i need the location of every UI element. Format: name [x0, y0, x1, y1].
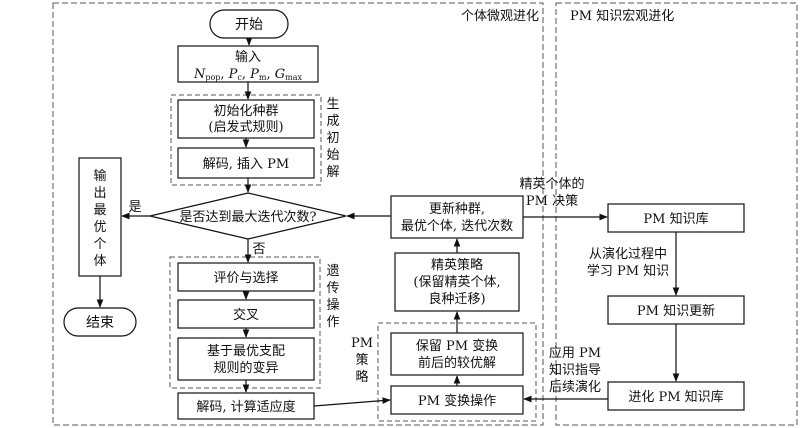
svg-text:生: 生: [326, 97, 339, 112]
keep-better-line1: 保留 PM 变换: [416, 338, 498, 354]
end-label: 结束: [86, 315, 114, 331]
yes-label: 是: [128, 200, 141, 215]
svg-text:解: 解: [326, 165, 339, 180]
elite-line2: (保留精英个体,: [413, 275, 500, 290]
svg-text:PM: PM: [351, 336, 373, 351]
svg-text:出: 出: [93, 186, 106, 201]
output-box: [78, 157, 122, 277]
mutation-box: [177, 337, 315, 381]
svg-text:传: 传: [326, 281, 339, 296]
pm-update-box: [607, 295, 745, 325]
keep-better-box: [390, 332, 524, 376]
mutation-line1: 基于最优支配: [207, 344, 285, 359]
pm-kb-label: PM 知识库: [643, 211, 708, 227]
elite-box: [394, 252, 520, 312]
decision-label: 是否达到最大迭代次数?: [180, 209, 317, 225]
eval-select-label: 评价与选择: [213, 271, 278, 286]
pm-update-label: PM 知识更新: [637, 303, 715, 319]
svg-text:个: 个: [93, 237, 106, 252]
eval-select-box: [177, 262, 315, 292]
learn-line1: 从演化过程中: [589, 246, 667, 262]
svg-text:输: 输: [93, 168, 106, 184]
svg-text:策: 策: [355, 352, 368, 368]
end-terminal: [63, 307, 137, 337]
decode-fitness-label: 解码, 计算适应度: [196, 399, 295, 415]
crossover-label: 交叉: [233, 307, 259, 323]
elite-line1: 精英策略: [431, 257, 483, 273]
micro-region: [52, 2, 544, 426]
apply-line3: 后续演化: [549, 379, 601, 395]
pm-strategy-label: PM 策 略: [351, 336, 373, 385]
pm-transform-label: PM 变换操作: [418, 393, 496, 409]
svg-text:始: 始: [326, 148, 339, 163]
decode-insert-label: 解码, 插入 PM: [203, 157, 289, 172]
learn-line2: 学习 PM 知识: [587, 263, 669, 279]
macro-region-label: PM 知识宏观进化: [570, 8, 674, 24]
evolve-kb-label: 进化 PM 知识库: [628, 389, 723, 405]
mutation-line2: 规则的变异: [213, 360, 278, 376]
init-population-box: [177, 99, 315, 139]
no-label: 否: [252, 242, 265, 257]
svg-text:体: 体: [93, 254, 106, 269]
svg-text:略: 略: [355, 369, 368, 385]
update-line2: 最优个体, 迭代次数: [401, 218, 513, 234]
decision-diamond: [149, 192, 347, 240]
input-params: Npop, Pc, Pm, Gmax: [193, 67, 303, 82]
elite-decision-line1: 精英个体的: [519, 176, 584, 192]
decode-insert-box: [177, 147, 315, 179]
elite-decision-line2: PM 决策: [526, 193, 578, 209]
svg-text:初: 初: [326, 131, 339, 146]
apply-line2: 知识指导: [549, 362, 601, 378]
macro-region: [555, 2, 798, 426]
pm-transform-box: [390, 385, 524, 415]
output-label: 输 出 最 优 个 体: [93, 168, 106, 269]
connectors: [96, 37, 680, 407]
svg-text:优: 优: [93, 220, 106, 235]
svg-text:遗: 遗: [326, 264, 339, 279]
apply-line1: 应用 PM: [549, 345, 601, 361]
elite-line3: 良种迁移): [428, 291, 485, 307]
update-box: [390, 195, 524, 239]
input-box: [177, 45, 319, 83]
init-population-line2: (启发式规则): [208, 119, 283, 135]
input-title: 输入: [235, 49, 261, 65]
gen-init-label: 生 成 初 始 解: [326, 97, 339, 180]
start-label: 开始: [235, 17, 263, 33]
evolve-kb-box: [607, 381, 745, 411]
arrow-fitness-pmtransform: [313, 397, 391, 407]
crossover-box: [177, 299, 315, 329]
keep-better-line2: 前后的较优解: [418, 355, 496, 371]
decode-fitness-box: [177, 392, 315, 420]
genetic-label: 遗 传 操 作: [326, 264, 339, 330]
update-line1: 更新种群,: [429, 201, 485, 217]
svg-text:最: 最: [93, 203, 106, 218]
micro-region-label: 个体微观进化: [461, 9, 539, 24]
svg-text:成: 成: [326, 114, 339, 129]
svg-text:作: 作: [326, 315, 339, 330]
init-population-line1: 初始化种群: [213, 104, 278, 119]
svg-text:操: 操: [326, 297, 339, 313]
